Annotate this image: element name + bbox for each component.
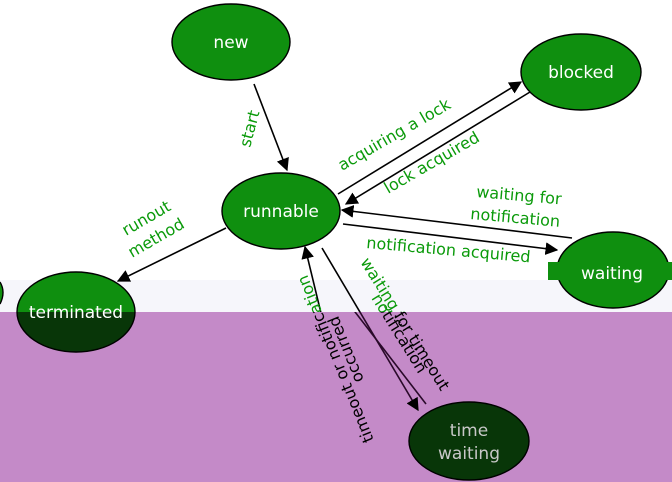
edge-waiting-for-timeout <box>358 312 419 412</box>
label-waiting-for-notification-line1: waiting for <box>476 182 563 208</box>
edge-waiting-for-notification <box>340 205 573 239</box>
state-blocked: blocked <box>520 33 642 111</box>
edge-acquiring-lock <box>337 81 523 195</box>
state-runnable-label: runnable <box>243 202 319 222</box>
state-time-waiting-label-line2: waiting <box>438 444 500 464</box>
label-start: start <box>236 108 264 149</box>
state-terminated-label: terminated <box>29 303 123 323</box>
edge-notification-acquired <box>342 223 559 255</box>
state-time-waiting-label-line1: time <box>450 421 488 441</box>
state-time-waiting: time waiting <box>408 401 530 481</box>
state-new-label: new <box>213 33 248 53</box>
label-notification-acquired: notification acquired <box>366 233 532 266</box>
state-waiting-label: waiting <box>581 264 643 284</box>
edges <box>116 81 573 282</box>
state-new: new <box>171 3 291 81</box>
state-blocked-label: blocked <box>548 63 614 83</box>
edge-start <box>253 83 289 172</box>
edge-runout-method <box>116 227 227 282</box>
state-waiting: waiting <box>548 231 672 309</box>
state-terminated: terminated <box>16 271 136 353</box>
edge-lock-acquired <box>344 91 531 205</box>
edge-timeout-occurred <box>354 312 427 405</box>
state-runnable: runnable <box>221 172 341 250</box>
